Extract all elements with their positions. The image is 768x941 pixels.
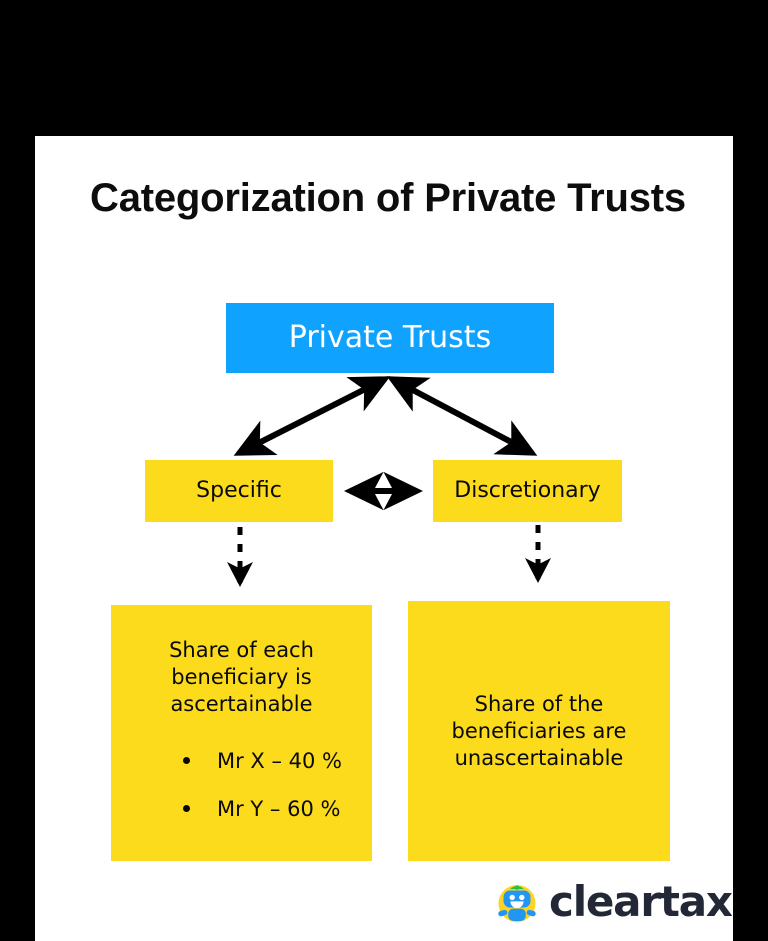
bullet-dot-icon	[183, 757, 190, 764]
cleartax-robot-mascot-icon	[498, 885, 536, 922]
node-private-trusts[interactable]: Private Trusts	[226, 303, 554, 373]
cleartax-wordmark: cleartax	[549, 877, 733, 926]
node-discretionary[interactable]: Discretionary	[433, 460, 622, 522]
connector-root-to-discretionary	[386, 376, 538, 456]
node-specific-detail[interactable]: Share of each beneficiary is ascertainab…	[111, 605, 372, 861]
list-item-label: Mr X – 40 %	[217, 749, 343, 773]
list-item: Mr X – 40 %	[111, 748, 372, 774]
list-item-label: Mr Y – 60 %	[217, 797, 341, 821]
connector-root-to-specific	[233, 376, 391, 456]
specific-detail-bullets: Mr X – 40 % Mr Y – 60 %	[111, 748, 372, 822]
specific-detail-heading: Share of each beneficiary is ascertainab…	[169, 638, 314, 716]
discretionary-detail-heading: Share of the beneficiaries are unascerta…	[451, 691, 627, 770]
node-specific-label: Specific	[196, 478, 282, 503]
content-card: Categorization of Private Trusts	[35, 136, 733, 941]
node-discretionary-detail[interactable]: Share of the beneficiaries are unascerta…	[408, 601, 670, 861]
node-specific[interactable]: Specific	[145, 460, 333, 522]
bullet-dot-icon	[183, 805, 190, 812]
node-discretionary-label: Discretionary	[454, 478, 601, 503]
list-item: Mr Y – 60 %	[111, 796, 372, 822]
node-private-trusts-label: Private Trusts	[288, 320, 492, 355]
page-title: Categorization of Private Trusts	[90, 176, 686, 220]
cleartax-logo[interactable]: cleartax	[494, 876, 733, 928]
